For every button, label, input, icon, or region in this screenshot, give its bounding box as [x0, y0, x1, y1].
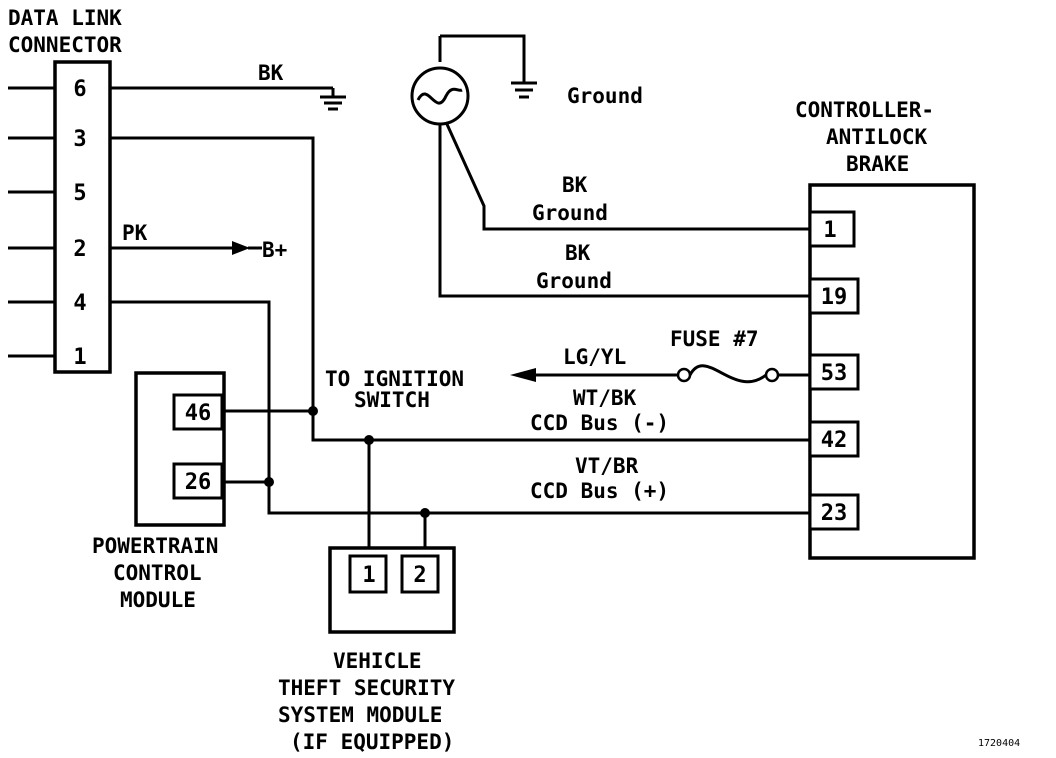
wire-label-ccd-plus: CCD Bus (+) — [530, 479, 669, 503]
wire-label-bk1: BK — [562, 173, 588, 197]
ground-symbol-dlc — [320, 88, 346, 111]
fuse-terminal-left — [676, 367, 692, 383]
wire-label-ground1: Ground — [532, 201, 608, 225]
dlc-pin-4: 4 — [73, 291, 86, 316]
dlc-pin-2: 2 — [73, 237, 86, 262]
vtss-title-line1: VEHICLE — [333, 649, 422, 673]
label-fuse: FUSE #7 — [670, 327, 759, 351]
pcm-title-line2: CONTROL — [113, 561, 202, 585]
dlc-pin-3: 3 — [73, 127, 86, 152]
vtss-pin-1: 1 — [362, 563, 375, 588]
dlc-pin-1: 1 — [73, 345, 86, 370]
abs-title-line2: ANTILOCK — [826, 125, 928, 149]
dlc-pin-6: 6 — [73, 77, 86, 102]
vtss-pin-2: 2 — [413, 563, 426, 588]
wire-label-ground2: Ground — [536, 269, 612, 293]
abs-title-line1: CONTROLLER- — [795, 98, 934, 122]
pcm-pin-46: 46 — [185, 401, 212, 426]
pcm-title-line3: MODULE — [120, 588, 196, 612]
wire-dlc4-ccd-plus — [110, 300, 810, 515]
abs-pin-1: 1 — [823, 218, 836, 243]
wire-label-lgyl: LG/YL — [563, 345, 626, 369]
pcm-title-line1: POWERTRAIN — [92, 534, 218, 558]
abs-pin-box-1 — [808, 210, 856, 248]
abs-pin-23: 23 — [821, 501, 848, 526]
wire-label-bk2: BK — [565, 241, 591, 265]
dlc-title-line2: CONNECTOR — [8, 33, 122, 57]
arrow-b-plus-icon — [232, 241, 250, 255]
fuse-icon — [688, 364, 767, 384]
pcm-pin-box-46 — [172, 393, 224, 431]
wire-ground-over — [440, 34, 526, 82]
abs-pin-box-42 — [808, 420, 860, 458]
label-ignition-line2: SWITCH — [354, 388, 430, 412]
label-ground-top: Ground — [567, 84, 643, 108]
dlc-connector-body — [53, 60, 112, 374]
abs-pin-box-23 — [808, 493, 860, 531]
abs-pin-box-19 — [808, 277, 860, 315]
arrow-ignition-icon — [510, 368, 536, 382]
vtss-title-line4: (IF EQUIPPED) — [290, 730, 454, 754]
label-b-plus: B+ — [262, 238, 287, 262]
fuse-terminal-right — [764, 367, 780, 383]
figure-id: 1720404 — [978, 738, 1020, 749]
label-ignition-line1: TO IGNITION — [325, 367, 464, 391]
wire-label-wtbk: WT/BK — [573, 386, 637, 410]
abs-pin-19: 19 — [821, 285, 848, 310]
ground-symbol-top — [511, 81, 537, 99]
pcm-pin-26: 26 — [185, 470, 212, 495]
dlc-pin-5: 5 — [73, 181, 86, 206]
wire-label-vtbr: VT/BR — [575, 454, 639, 478]
wire-label-bk-dlc: BK — [258, 61, 284, 85]
splice-dot-vtss1 — [364, 435, 374, 445]
wire-dlc3-ccd-minus — [110, 136, 810, 442]
ground-eyelet-icon — [410, 66, 470, 126]
splice-dot-46 — [308, 406, 318, 416]
dlc-title-line1: DATA LINK — [8, 6, 122, 30]
abs-pin-box-53 — [808, 353, 860, 391]
vtss-pin-box-1 — [348, 554, 388, 594]
pcm-pin-box-26 — [172, 462, 224, 500]
wire-label-ccd-minus: CCD Bus (-) — [530, 411, 669, 435]
vtss-title-line3: SYSTEM MODULE — [278, 703, 442, 727]
wire-ground-to-1 — [444, 121, 810, 231]
vtss-pin-box-2 — [400, 554, 440, 594]
wire-label-pk: PK — [122, 221, 148, 245]
abs-pin-42: 42 — [821, 428, 848, 453]
abs-pin-53: 53 — [821, 361, 848, 386]
wire-ground-to-19 — [438, 124, 810, 298]
vtss-title-line2: THEFT SECURITY — [278, 676, 455, 700]
splice-dot-26 — [264, 477, 274, 487]
splice-dot-vtss2 — [420, 508, 430, 518]
abs-title-line3: BRAKE — [846, 152, 909, 176]
